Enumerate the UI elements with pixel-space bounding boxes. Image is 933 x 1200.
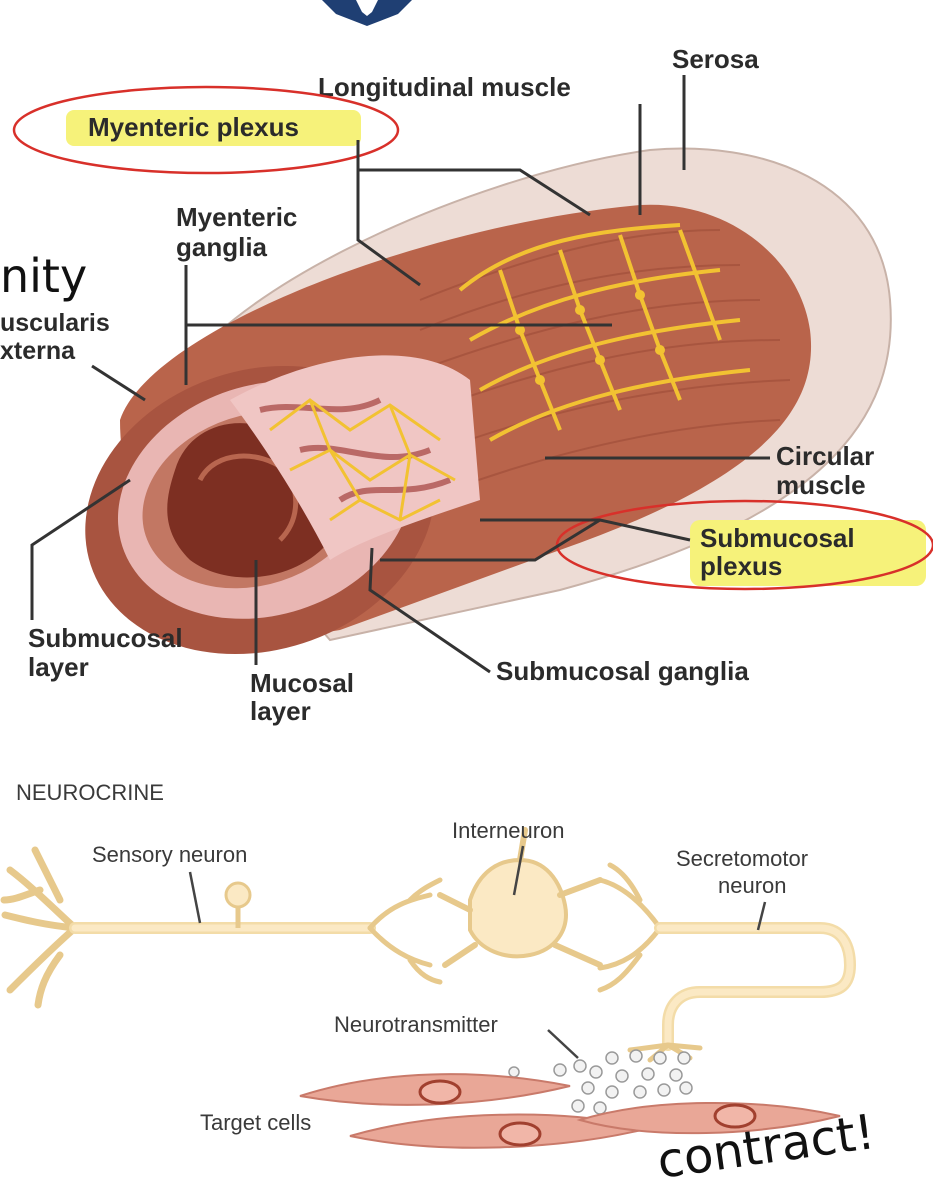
label-muscularis-externa-1: uscularis: [0, 309, 110, 337]
label-sensory-neuron: Sensory neuron: [92, 842, 247, 867]
label-myenteric-ganglia-2: ganglia: [176, 232, 268, 262]
neurocrine-heading: NEUROCRINE: [16, 780, 164, 805]
label-circular-muscle-2: muscle: [776, 470, 866, 500]
secretomotor-dendrites: [600, 865, 660, 990]
handwritten-partial-word: nity: [0, 249, 87, 303]
label-secretomotor-2: neuron: [718, 873, 787, 898]
label-neurotransmitter: Neurotransmitter: [334, 1012, 498, 1037]
gut-wall-illustration: [47, 149, 890, 699]
label-interneuron: Interneuron: [452, 818, 565, 843]
label-circular-muscle-1: Circular: [776, 441, 874, 471]
label-mucosal-layer-2: layer: [250, 696, 311, 726]
leader-muscularis-externa: [92, 366, 145, 400]
logo-shield-icon: [322, 0, 412, 26]
label-submucosal-plexus-1: Submucosal: [700, 523, 855, 553]
secretomotor-axon: [660, 928, 850, 1045]
label-longitudinal-muscle: Longitudinal muscle: [318, 72, 571, 102]
label-submucosal-ganglia: Submucosal ganglia: [496, 656, 749, 686]
leader-sensory-neuron: [190, 872, 200, 923]
sensory-cell-body: [226, 883, 250, 907]
label-mucosal-layer-1: Mucosal: [250, 668, 354, 698]
label-secretomotor-1: Secretomotor: [676, 846, 808, 871]
label-myenteric-ganglia-1: Myenteric: [176, 202, 297, 232]
label-submucosal-layer-2: layer: [28, 652, 89, 682]
sensory-dendrites: [4, 850, 75, 1005]
label-submucosal-plexus-2: plexus: [700, 551, 782, 581]
label-serosa: Serosa: [672, 44, 759, 74]
sensory-terminals: [370, 880, 440, 982]
label-submucosal-layer-1: Submucosal: [28, 623, 183, 653]
label-muscularis-externa-2: xterna: [0, 337, 76, 365]
leader-neurotransmitter: [548, 1030, 578, 1058]
label-myenteric-plexus: Myenteric plexus: [88, 112, 299, 142]
label-target-cells: Target cells: [200, 1110, 311, 1135]
